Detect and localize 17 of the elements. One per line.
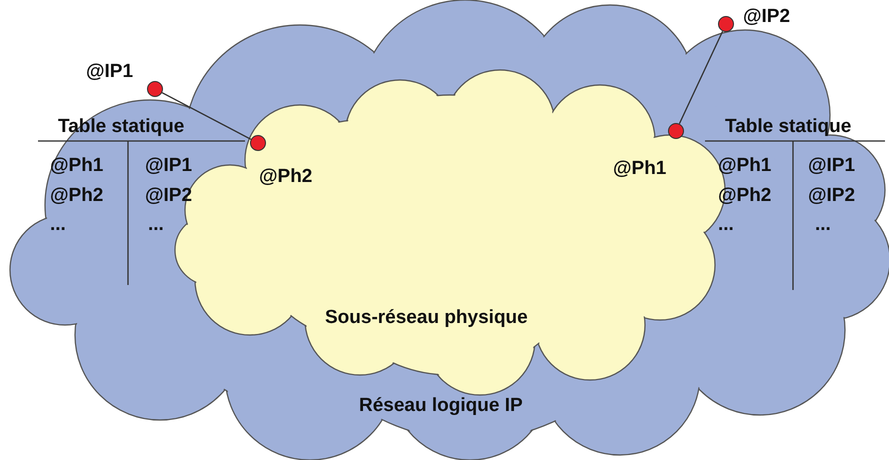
address-label: @IP2 xyxy=(743,7,790,26)
address-label: @IP1 xyxy=(86,62,134,81)
connector-line xyxy=(678,30,724,124)
table-cell: ... xyxy=(50,215,66,234)
connector-line xyxy=(162,92,252,140)
address-label: @Ph2 xyxy=(259,167,312,186)
table-cell: ... xyxy=(815,215,831,234)
table-cell: ... xyxy=(148,215,164,234)
address-label: @Ph1 xyxy=(613,159,666,178)
table-cell: @IP1 xyxy=(808,156,856,175)
cloud-label: Sous-réseau physique xyxy=(325,308,528,327)
table-cell: @Ph1 xyxy=(718,156,772,175)
table-cell: @Ph2 xyxy=(50,186,104,205)
cloud-label: Réseau logique IP xyxy=(359,396,523,415)
table-cell: ... xyxy=(718,215,734,234)
table-cell: @IP1 xyxy=(145,156,192,175)
table-cell: @IP2 xyxy=(808,186,856,205)
